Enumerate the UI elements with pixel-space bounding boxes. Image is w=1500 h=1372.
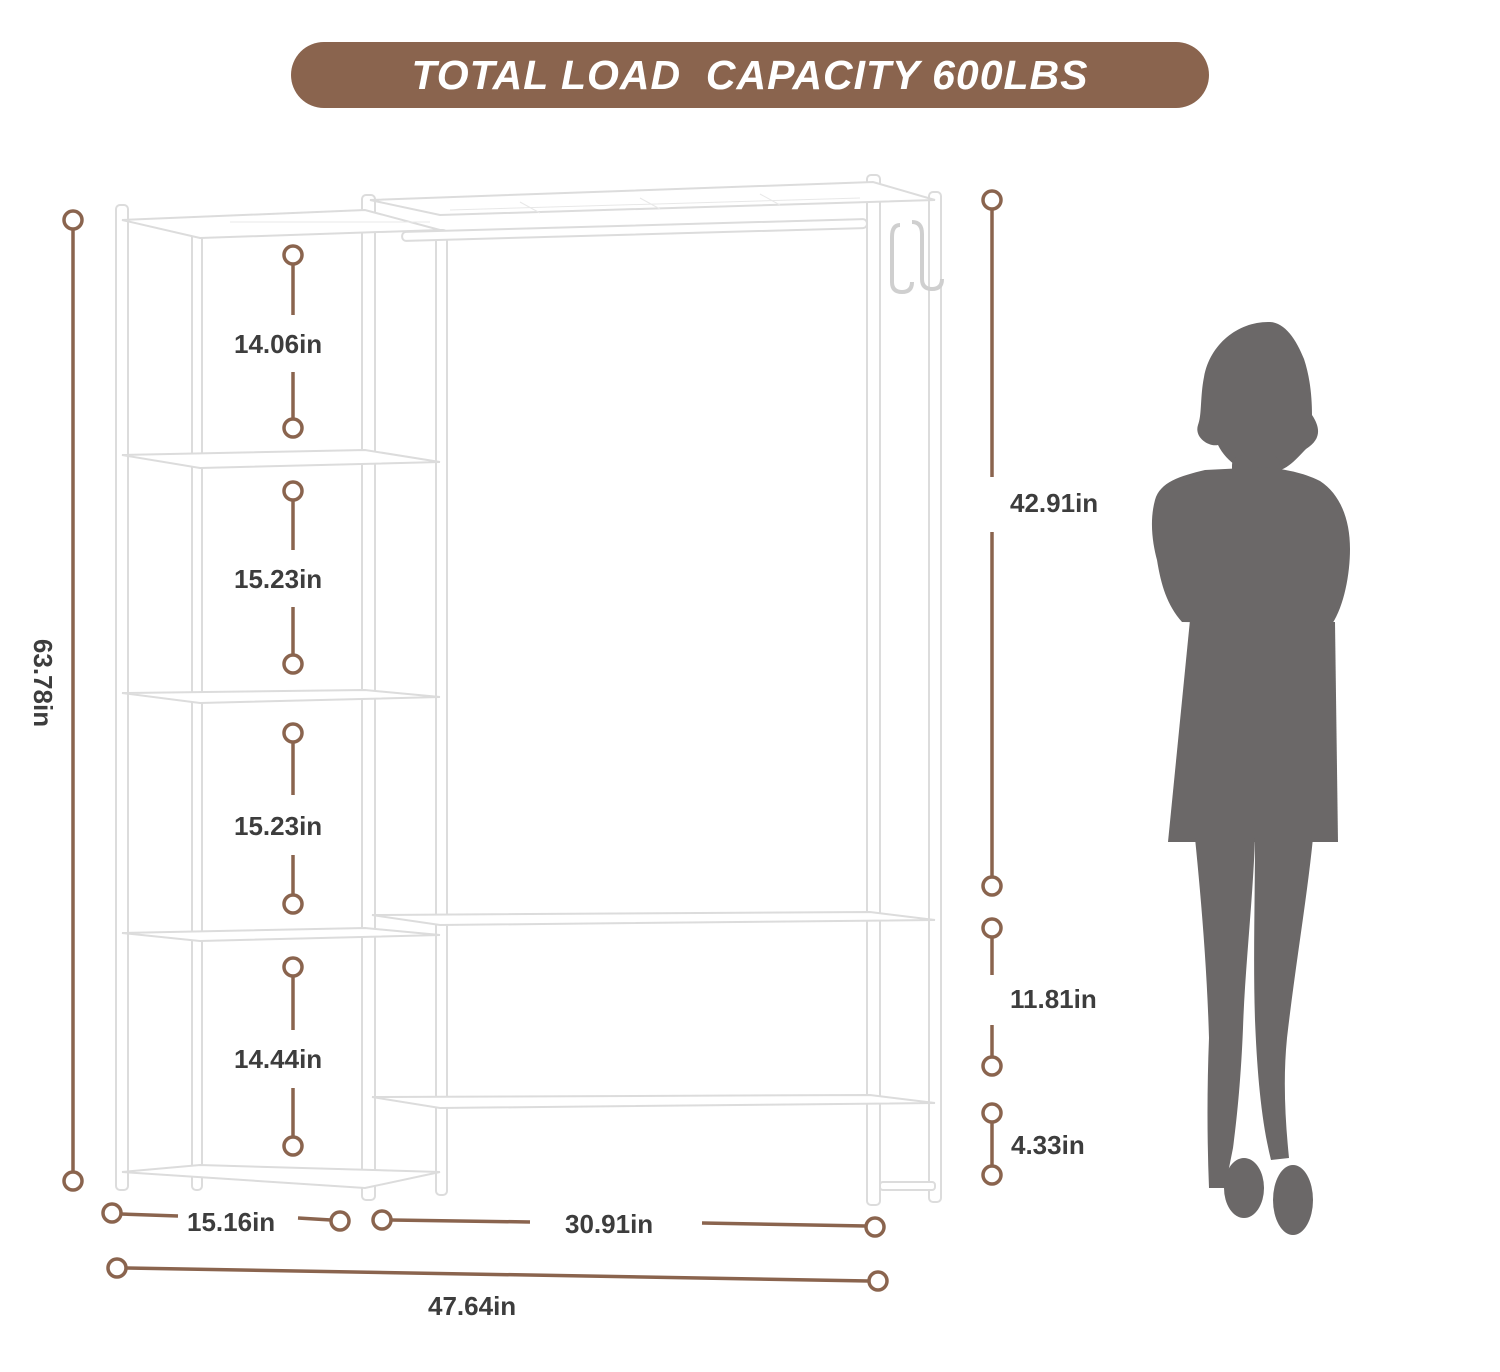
load-capacity-banner: TOTAL LOAD CAPACITY 600LBS [291, 42, 1209, 108]
left-width-label: 15.16in [187, 1207, 276, 1237]
rack-top-shelf [369, 180, 936, 217]
right-width-label: 30.91in [565, 1209, 654, 1239]
total-width-label: 47.64in [428, 1291, 517, 1321]
bottom-gap-label: 4.33in [1011, 1130, 1085, 1160]
rack-shelf [121, 448, 441, 470]
lower-gap-label: 11.81in [1010, 984, 1097, 1014]
shelf-gap-4-label: 14.44in [234, 1044, 323, 1074]
shelf-gap-2-label: 15.23in [234, 564, 323, 594]
rack-shelf [121, 208, 441, 240]
rack-post [928, 191, 942, 1203]
load-capacity-text: TOTAL LOAD CAPACITY 600LBS [411, 51, 1089, 98]
hanging-rod [401, 218, 868, 242]
rack-post [866, 174, 881, 1206]
dimension-endpoints [62, 189, 1003, 1292]
s-hooks [890, 220, 944, 295]
shelf-gap-1-label: 14.06in [234, 329, 323, 359]
rack-shelf [121, 1163, 441, 1190]
rack-post [115, 204, 129, 1191]
shelf-gap-3-label: 15.23in [234, 811, 323, 841]
rack-shelf [121, 688, 441, 705]
shelf-mesh [230, 193, 861, 223]
rack-shelf [121, 926, 441, 943]
rack-post [435, 229, 448, 1196]
rack-shelf [371, 1093, 936, 1110]
rack-post [191, 229, 203, 1191]
hanging-height-label: 42.91in [1010, 488, 1099, 518]
garment-rack [115, 174, 942, 1206]
person-silhouette [1151, 321, 1350, 1235]
rack-shelf [371, 910, 936, 927]
rack-bottom-bar [879, 1181, 936, 1191]
dimension-lines [71, 209, 994, 1283]
total-height-label: 63.78in [28, 638, 58, 728]
